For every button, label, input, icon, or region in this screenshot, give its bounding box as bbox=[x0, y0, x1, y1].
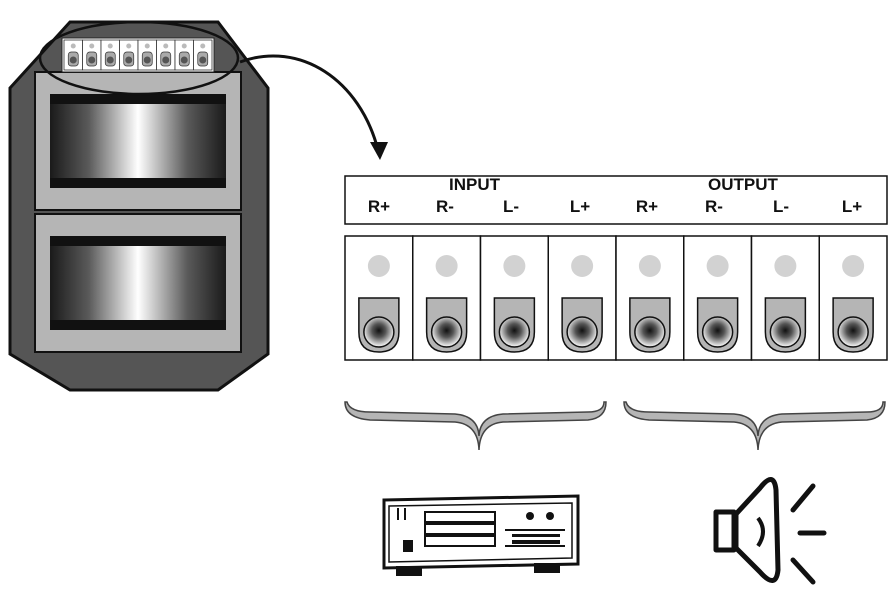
screw-terminal bbox=[479, 235, 549, 361]
stereo-receiver-icon bbox=[382, 494, 580, 576]
terminal-screw bbox=[769, 316, 802, 348]
terminal-label-2: R- bbox=[436, 197, 454, 216]
mini-terminal bbox=[63, 39, 83, 71]
input-brace bbox=[344, 401, 607, 451]
input-group-label: INPUT bbox=[449, 175, 500, 194]
screw-terminal bbox=[818, 235, 888, 361]
lower-drum-bottom bbox=[50, 320, 226, 330]
terminal-dot bbox=[774, 255, 797, 277]
screw-terminal bbox=[615, 235, 685, 361]
zoom-arrow bbox=[239, 54, 388, 160]
output-brace bbox=[623, 401, 886, 451]
screw-terminal bbox=[344, 235, 414, 361]
terminal-label-bar bbox=[344, 175, 888, 225]
upper-drum-bottom bbox=[50, 178, 226, 188]
upper-drum-top bbox=[50, 94, 226, 104]
zoom-highlight-ellipse bbox=[38, 20, 240, 96]
screw-terminal bbox=[412, 235, 482, 361]
mini-terminal bbox=[174, 39, 194, 71]
terminal-screw bbox=[430, 316, 463, 348]
terminal-dot bbox=[503, 255, 526, 277]
terminal-block bbox=[344, 175, 888, 361]
terminal-dot bbox=[571, 255, 594, 277]
terminal-label-6: R- bbox=[705, 197, 723, 216]
terminal-screw bbox=[837, 316, 869, 348]
lower-drum-top bbox=[50, 236, 226, 246]
mini-terminal bbox=[82, 39, 102, 71]
terminal-dot bbox=[638, 255, 661, 277]
terminal-label-5: R+ bbox=[635, 197, 659, 216]
terminal-screw bbox=[634, 316, 666, 348]
terminal-dot bbox=[706, 255, 729, 277]
terminal-label-1: R+ bbox=[367, 197, 391, 216]
volume-control-device-icon bbox=[8, 20, 270, 392]
terminal-label-3: L- bbox=[502, 197, 520, 216]
terminal-label-7: L- bbox=[772, 197, 790, 216]
terminal-dot bbox=[842, 255, 865, 277]
mini-terminal bbox=[119, 39, 139, 71]
screw-terminal bbox=[750, 235, 820, 361]
mini-terminal bbox=[137, 39, 157, 71]
screw-terminal bbox=[683, 235, 753, 361]
mini-terminal bbox=[156, 39, 176, 71]
lower-drum bbox=[50, 240, 226, 328]
upper-drum bbox=[50, 98, 226, 186]
terminal-screw bbox=[701, 316, 734, 348]
terminal-screw bbox=[498, 316, 531, 348]
terminal-dot bbox=[367, 255, 390, 277]
terminal-label-8: L+ bbox=[841, 197, 863, 216]
speaker-icon bbox=[713, 477, 827, 585]
output-group-label: OUTPUT bbox=[708, 175, 778, 194]
mini-terminal bbox=[100, 39, 120, 71]
screw-terminal bbox=[547, 235, 617, 361]
terminal-dot bbox=[435, 255, 458, 277]
terminal-screw bbox=[566, 316, 598, 348]
mini-terminal bbox=[193, 39, 213, 71]
terminal-label-4: L+ bbox=[569, 197, 591, 216]
terminal-screw bbox=[363, 316, 395, 348]
mini-terminal-strip bbox=[61, 37, 215, 73]
